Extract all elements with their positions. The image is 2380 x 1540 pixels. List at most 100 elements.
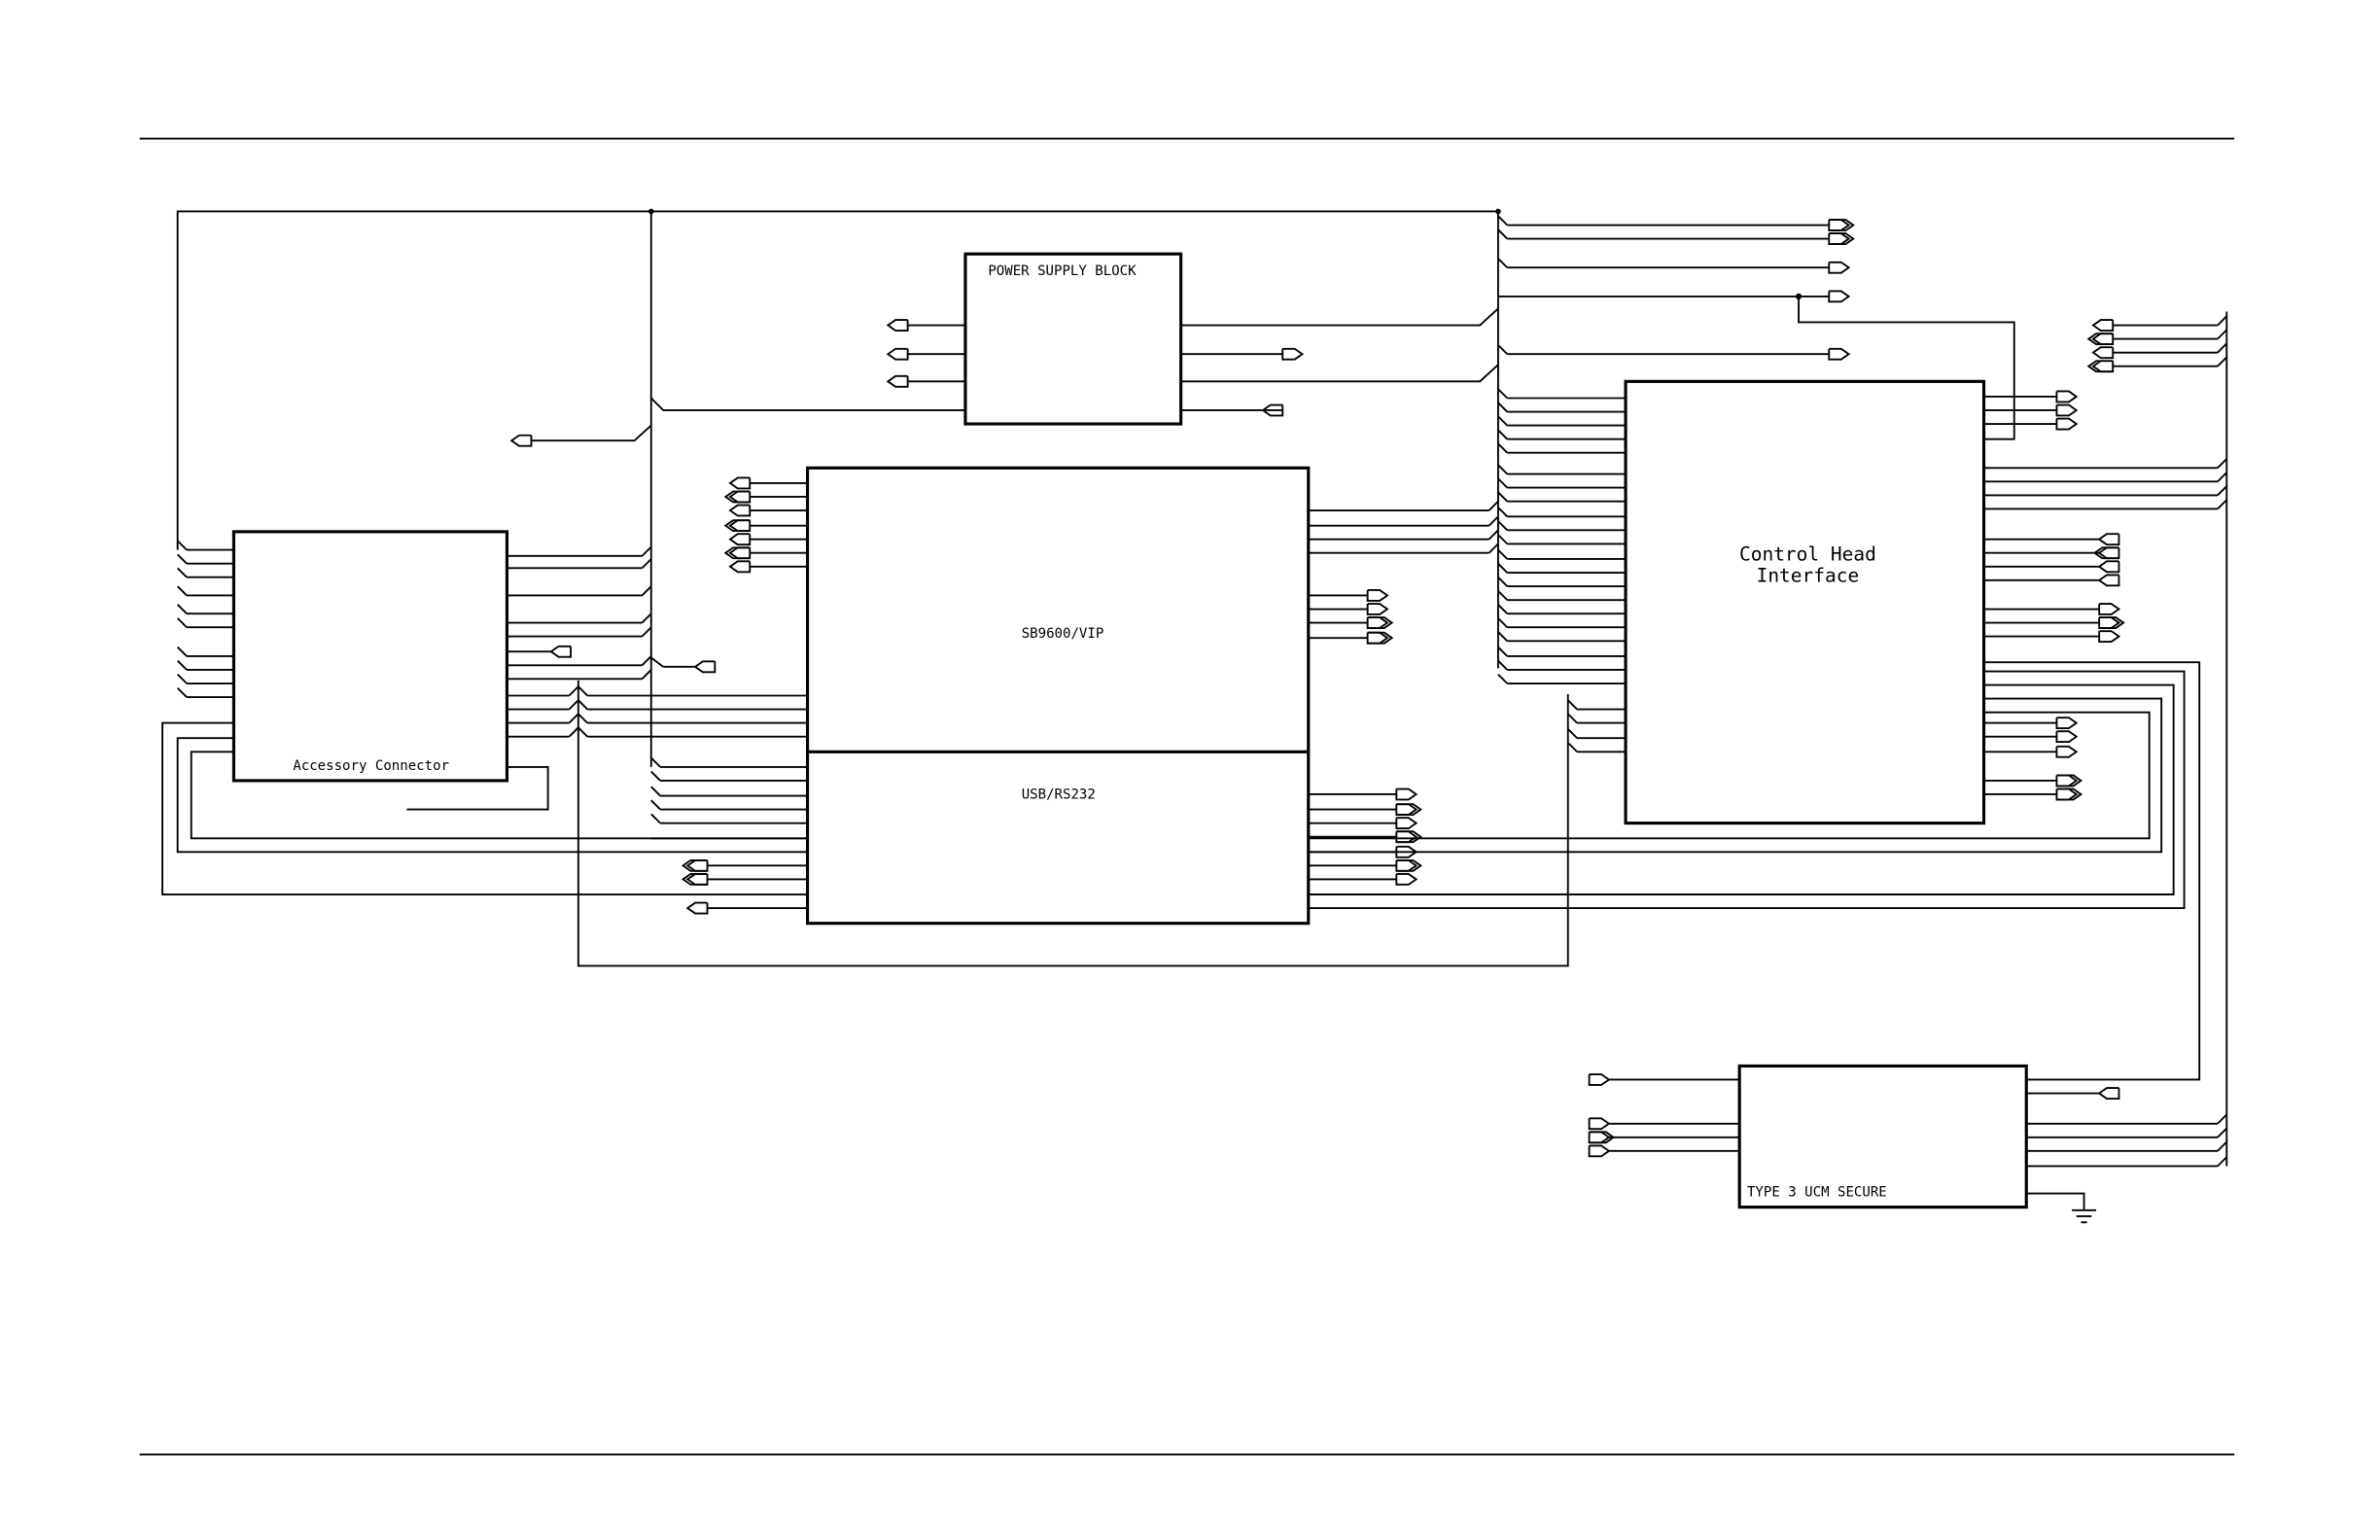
wire — [178, 661, 187, 670]
port-flag — [2056, 747, 2076, 757]
wire — [569, 686, 578, 695]
port-flag — [695, 661, 715, 672]
wire — [2218, 1157, 2226, 1166]
port-flag — [2093, 320, 2113, 331]
wire — [2218, 330, 2226, 338]
wire — [1498, 675, 1507, 683]
wire — [1568, 700, 1577, 709]
wire — [642, 656, 650, 665]
wire — [1498, 605, 1507, 613]
wire — [1498, 465, 1507, 473]
port-flag — [730, 520, 750, 531]
accessory-connector-label: Accessory Connector — [293, 758, 449, 774]
wire — [2218, 500, 2226, 508]
wire — [1498, 618, 1507, 627]
port-flag — [730, 561, 750, 572]
port-flag — [2056, 405, 2076, 416]
control-head-label-line1: Control Head — [1739, 543, 1876, 566]
wire — [1498, 578, 1507, 586]
junction-dot — [1796, 294, 1802, 299]
wire — [1498, 550, 1507, 559]
wire — [2218, 357, 2226, 366]
wire — [1498, 521, 1507, 530]
port-flag — [1368, 617, 1387, 628]
wire — [578, 727, 587, 736]
port-flag — [2056, 789, 2076, 800]
control-head-label-line2: Interface — [1757, 564, 1860, 586]
wire — [1498, 416, 1507, 425]
port-flag — [1590, 1074, 1609, 1085]
wire — [651, 758, 660, 767]
wire — [178, 605, 187, 613]
wire — [1498, 564, 1507, 573]
junction-dot — [1495, 209, 1501, 215]
wire — [2218, 343, 2226, 352]
wire — [642, 670, 650, 679]
wire — [1498, 402, 1507, 411]
wire — [1498, 508, 1507, 516]
port-flag — [1396, 860, 1416, 871]
wire — [1498, 535, 1507, 543]
port-flag — [888, 349, 907, 360]
port-flag — [1590, 1132, 1609, 1142]
port-flag — [2099, 617, 2118, 628]
wire — [569, 714, 578, 722]
port-flag — [1396, 874, 1416, 885]
wire — [1489, 516, 1498, 525]
wire — [569, 700, 578, 709]
port-flag — [1368, 604, 1387, 614]
port-flag — [687, 903, 707, 914]
port-flag — [1829, 291, 1848, 301]
wire — [178, 554, 187, 563]
wire — [1498, 430, 1507, 438]
port-flag — [511, 436, 531, 446]
port-flag — [2056, 775, 2076, 786]
port-flag — [1368, 590, 1387, 601]
port-flag — [730, 547, 750, 558]
wire — [651, 657, 663, 666]
port-flag — [730, 534, 750, 544]
port-flag — [2093, 361, 2113, 371]
wire — [178, 618, 187, 627]
port-flag — [2099, 1088, 2118, 1099]
wire — [1498, 492, 1507, 501]
wire — [1489, 530, 1498, 539]
ucm-secure-block: TYPE 3 UCM SECURE — [1739, 1066, 2026, 1207]
wire — [178, 675, 187, 683]
wire — [578, 700, 587, 709]
port-flag — [1590, 1145, 1609, 1156]
port-flag — [1396, 789, 1416, 800]
sb9600-vip-label: SB9600/VIP — [1022, 626, 1104, 642]
wire — [642, 559, 650, 568]
wire — [1498, 478, 1507, 487]
wire — [1498, 632, 1507, 641]
port-flag — [730, 477, 750, 488]
wire — [1489, 543, 1498, 552]
port-flag — [2093, 347, 2113, 358]
port-flag — [1829, 349, 1848, 360]
wire — [1489, 502, 1498, 510]
wire — [1498, 648, 1507, 656]
wire — [578, 686, 587, 695]
wire — [178, 541, 187, 549]
junction-dot — [648, 209, 654, 215]
port-flag — [2099, 575, 2118, 585]
port-flag — [1396, 831, 1416, 842]
accessory-connector-block: Accessory Connector — [233, 532, 507, 781]
port-flag — [2056, 718, 2076, 728]
power-supply-block-label: POWER SUPPLY BLOCK — [988, 263, 1137, 279]
port-flag — [2093, 333, 2113, 344]
port-flag — [2056, 731, 2076, 742]
port-flag — [1590, 1118, 1609, 1129]
port-flag — [1368, 633, 1387, 644]
wire — [1568, 743, 1577, 752]
port-flag — [2099, 561, 2118, 572]
port-flag — [730, 492, 750, 503]
wire — [1498, 661, 1507, 670]
wire — [651, 800, 660, 809]
wire — [569, 727, 578, 736]
wire — [1568, 714, 1577, 722]
power-supply-block: POWER SUPPLY BLOCK — [965, 254, 1181, 424]
wire — [651, 772, 660, 781]
